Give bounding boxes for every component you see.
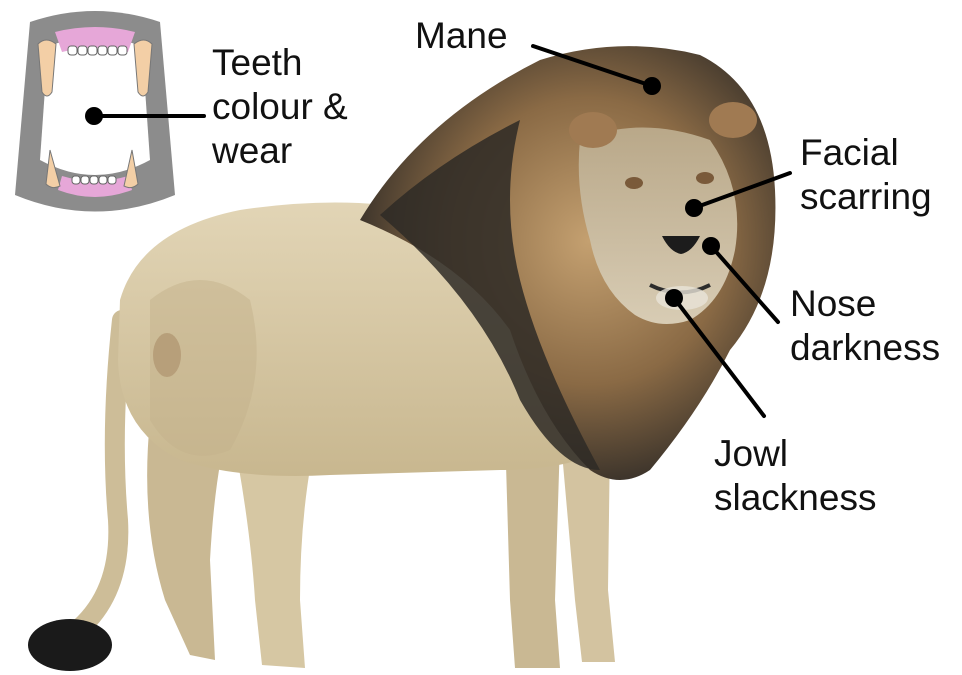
- label-nose-line-1: Nose: [790, 282, 940, 326]
- label-jowl-line-2: slackness: [714, 476, 876, 520]
- label-mane: Mane: [415, 14, 508, 58]
- label-teeth: Teeth colour & wear: [212, 41, 348, 173]
- label-teeth-line-2: colour &: [212, 85, 348, 129]
- dot-facial: [685, 199, 703, 217]
- label-nose-darkness: Nose darkness: [790, 282, 940, 370]
- dot-jowl: [665, 289, 683, 307]
- label-teeth-line-3: wear: [212, 129, 348, 173]
- dot-teeth: [85, 107, 103, 125]
- label-facial-line-1: Facial: [800, 131, 932, 175]
- label-teeth-line-1: Teeth: [212, 41, 348, 85]
- label-jowl-slackness: Jowl slackness: [714, 432, 876, 520]
- label-nose-line-2: darkness: [790, 326, 940, 370]
- dot-mane: [643, 77, 661, 95]
- label-facial-scarring: Facial scarring: [800, 131, 932, 219]
- label-jowl-line-1: Jowl: [714, 432, 876, 476]
- dot-nose: [702, 237, 720, 255]
- label-mane-line-1: Mane: [415, 14, 508, 58]
- label-facial-line-2: scarring: [800, 175, 932, 219]
